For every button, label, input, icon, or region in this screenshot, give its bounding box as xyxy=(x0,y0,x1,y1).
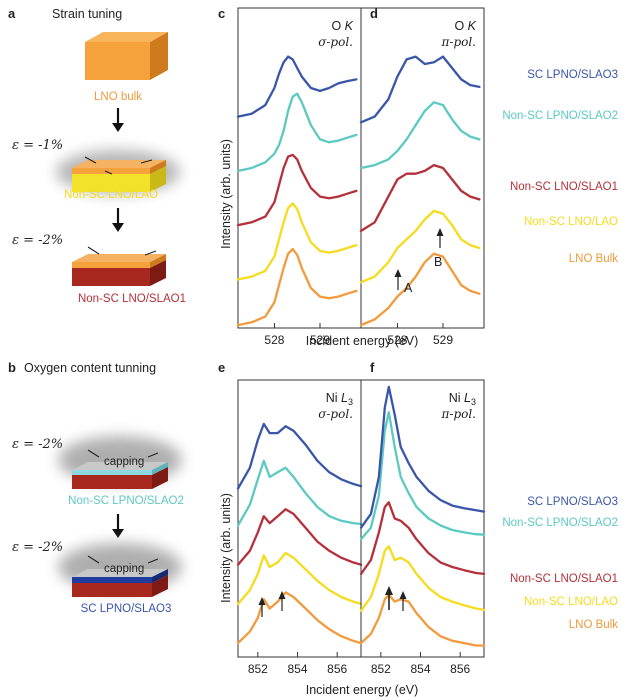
series-line xyxy=(236,55,358,118)
legend-top: SC LPNO/SLAO3 Non-SC LPNO/SLAO2 Non-SC L… xyxy=(502,69,618,265)
series-line xyxy=(236,247,358,327)
x-tick-label: 528 xyxy=(387,333,407,347)
series-line xyxy=(359,101,481,170)
lpno-slao3-block: capping SC LPNO/SLAO3 xyxy=(58,543,182,615)
oxygen-epsilon-2: ε = -2% xyxy=(12,540,63,555)
lno-lao-label: Non-SC LNO/LAO xyxy=(64,189,158,201)
down-arrow-icon xyxy=(112,514,124,538)
panel-label-d: d xyxy=(370,6,378,21)
panel-label-e: e xyxy=(218,360,225,375)
capping-label: capping xyxy=(104,456,144,468)
series-line xyxy=(236,92,358,173)
x-tick-label: 856 xyxy=(327,662,347,676)
x-tick-label: 529 xyxy=(433,333,453,347)
x-axis-title-top: Incident energy (eV) xyxy=(306,334,419,348)
down-arrow-icon xyxy=(112,208,124,232)
peak-arrows-e xyxy=(258,591,286,617)
legend-bottom-nonsc-lno-slao1: Non-SC LNO/SLAO1 xyxy=(510,573,618,585)
chart-panel-d: 528 529 O K π-pol. xyxy=(359,7,485,347)
series-line xyxy=(359,55,481,124)
capping-label: capping xyxy=(104,563,144,575)
lno-bulk-block: LNO bulk xyxy=(85,32,168,103)
panel-label-c: c xyxy=(218,6,225,21)
panel-title: Ni L3 xyxy=(449,391,476,407)
x-tick-label: 852 xyxy=(371,662,391,676)
plot-frame xyxy=(360,379,485,658)
lpno-slao2-block: capping Non-SC LPNO/SLAO2 xyxy=(58,436,184,507)
legend-bottom-lno-bulk: LNO Bulk xyxy=(569,619,618,631)
down-arrow-icon xyxy=(112,108,124,132)
x-tick-label: 529 xyxy=(310,333,330,347)
chart-panel-c: 528 529 O K σ-pol. xyxy=(236,7,362,347)
panel-title: O K xyxy=(331,19,353,33)
lno-slao1-block: Non-SC LNO/SLAO1 xyxy=(72,246,186,305)
strain-epsilon-1: ε = -1% xyxy=(12,138,63,153)
x-tick-label: 854 xyxy=(411,662,431,676)
series-line xyxy=(236,551,363,606)
annotation-b: B xyxy=(434,228,444,269)
legend-top-nonsc-lno-slao1: Non-SC LNO/SLAO1 xyxy=(510,181,618,193)
strain-tuning-title: Strain tuning xyxy=(52,7,122,21)
y-axis-title-top: Intensity (arb. units) xyxy=(219,139,233,249)
series-line xyxy=(359,209,481,284)
x-tick-label: 528 xyxy=(264,333,284,347)
panel-polarization: π-pol. xyxy=(441,35,477,49)
panel-title: O K xyxy=(454,19,476,33)
annotation-a-label: A xyxy=(404,281,413,295)
chart-panel-f: 852 854 856 Ni L3π-pol. xyxy=(359,379,486,676)
legend-top-lno-bulk: LNO Bulk xyxy=(569,253,618,265)
panel-polarization: π-pol. xyxy=(441,407,477,421)
lno-bulk-label: LNO bulk xyxy=(94,91,142,103)
y-axis-title-bottom: Intensity (arb. units) xyxy=(219,493,233,603)
peak-arrows-f xyxy=(385,586,407,611)
legend-bottom-nonsc-lno-lao: Non-SC LNO/LAO xyxy=(524,596,618,608)
legend-bottom: SC LPNO/SLAO3 Non-SC LPNO/SLAO2 Non-SC L… xyxy=(502,496,618,631)
x-tick-label: 852 xyxy=(248,662,268,676)
annotation-b-label: B xyxy=(434,255,442,269)
lpno-slao2-label: Non-SC LPNO/SLAO2 xyxy=(68,495,184,507)
panel-label-b: b xyxy=(8,360,16,375)
panel-label-f: f xyxy=(370,360,375,375)
series-line xyxy=(236,153,358,227)
series-line xyxy=(359,501,486,576)
series-line xyxy=(359,411,486,541)
lpno-slao3-label: SC LPNO/SLAO3 xyxy=(81,603,172,615)
lno-slao1-label: Non-SC LNO/SLAO1 xyxy=(78,293,186,305)
panel-polarization: σ-pol. xyxy=(318,407,353,421)
chart-panel-e: 852 854 856 Ni L3σ-pol. xyxy=(236,379,363,676)
plot-frame xyxy=(237,379,362,658)
lno-lao-block: Non-SC LNO/LAO xyxy=(56,150,180,201)
x-axis-title-bottom: Incident energy (eV) xyxy=(306,683,419,697)
series-line xyxy=(359,252,481,327)
legend-top-nonsc-lpno-slao2: Non-SC LPNO/SLAO2 xyxy=(502,110,618,122)
series-line xyxy=(236,422,363,490)
strain-epsilon-2: ε = -2% xyxy=(12,233,63,248)
oxygen-tuning-title: Oxygen content tunning xyxy=(24,361,156,375)
series-line xyxy=(236,202,358,281)
legend-top-sc-lpno-slao3: SC LPNO/SLAO3 xyxy=(527,69,618,81)
plot-frame xyxy=(360,7,485,329)
panel-label-a: a xyxy=(8,6,16,21)
legend-bottom-nonsc-lpno-slao2: Non-SC LPNO/SLAO2 xyxy=(502,517,618,529)
series-line xyxy=(359,163,481,233)
panel-polarization: σ-pol. xyxy=(318,35,353,49)
panel-title: Ni L3 xyxy=(326,391,353,407)
x-tick-label: 856 xyxy=(450,662,470,676)
legend-bottom-sc-lpno-slao3: SC LPNO/SLAO3 xyxy=(527,496,618,508)
series-line xyxy=(236,591,363,645)
annotation-a: A xyxy=(394,269,413,295)
oxygen-epsilon-1: ε = -2% xyxy=(12,437,63,452)
series-line xyxy=(236,508,363,566)
series-line xyxy=(359,385,486,529)
x-tick-label: 854 xyxy=(288,662,308,676)
series-line xyxy=(359,545,486,612)
legend-top-nonsc-lno-lao: Non-SC LNO/LAO xyxy=(524,216,618,228)
series-line xyxy=(236,459,363,527)
series-line xyxy=(359,593,486,647)
